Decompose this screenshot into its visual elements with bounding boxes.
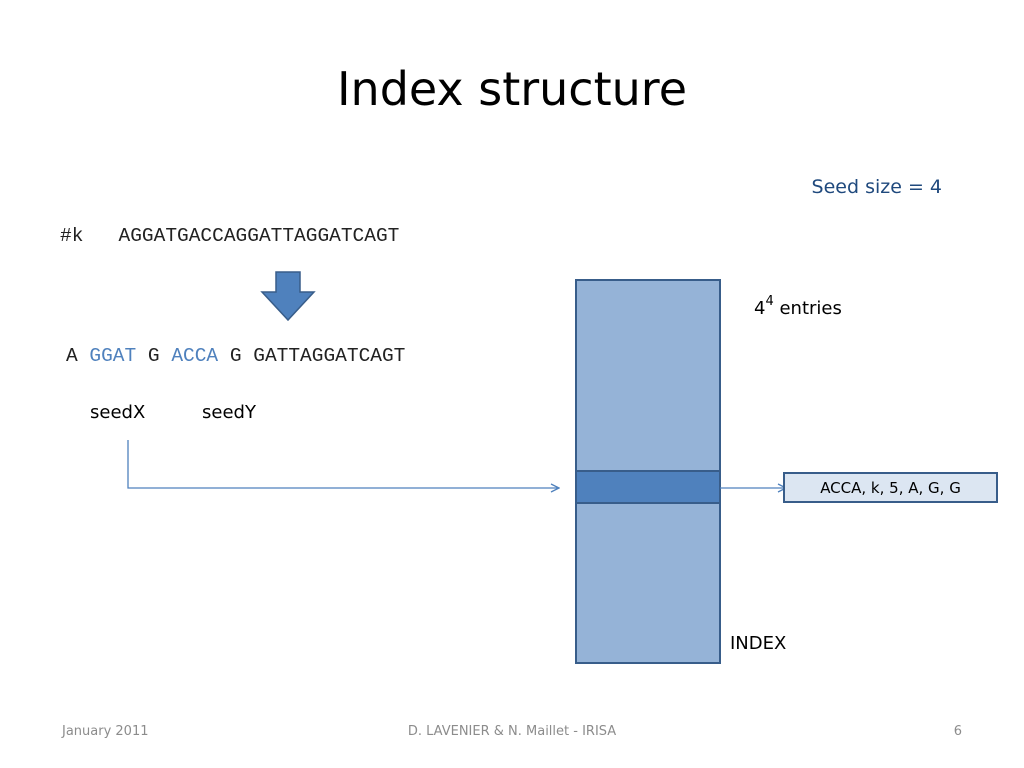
entries-label: 44 entries xyxy=(754,294,842,319)
index-entry-result-box: ACCA, k, 5, A, G, G xyxy=(783,472,998,503)
seed-x-label: seedX xyxy=(90,402,146,423)
footer-page-number: 6 xyxy=(953,724,962,739)
footer-authors: D. LAVENIER & N. Maillet - IRISA xyxy=(407,724,617,739)
split-spacer-base-1: G xyxy=(147,345,160,367)
index-entry-result-text: ACCA, k, 5, A, G, G xyxy=(820,478,961,497)
split-remainder: GATTAGGATCAGT xyxy=(253,345,406,367)
seed-size-label: Seed size = 4 xyxy=(811,176,942,198)
entries-text: entries xyxy=(779,298,842,319)
entries-exponent: 4 xyxy=(765,294,774,309)
index-highlighted-entry xyxy=(575,470,721,504)
sequence-prefix: #k xyxy=(60,225,84,247)
split-sequence-line: A GGAT G ACCA G GATTAGGATCAGT xyxy=(66,345,405,367)
entries-base: 4 xyxy=(754,298,766,319)
seed-y-sequence: ACCA xyxy=(171,345,219,367)
down-arrow-icon xyxy=(260,271,316,322)
split-prefix-base: A xyxy=(66,345,78,367)
seed-to-index-connector xyxy=(127,440,559,488)
slide-title: Index structure xyxy=(336,62,687,116)
seed-y-label: seedY xyxy=(202,402,256,423)
sequence-line: #k AGGATGACCAGGATTAGGATCAGT xyxy=(60,225,399,247)
sequence-full: AGGATGACCAGGATTAGGATCAGT xyxy=(118,225,400,247)
footer-date: January 2011 xyxy=(62,724,149,739)
seed-x-sequence: GGAT xyxy=(89,345,137,367)
index-label: INDEX xyxy=(730,633,787,654)
split-spacer-base-2: G xyxy=(229,345,242,367)
